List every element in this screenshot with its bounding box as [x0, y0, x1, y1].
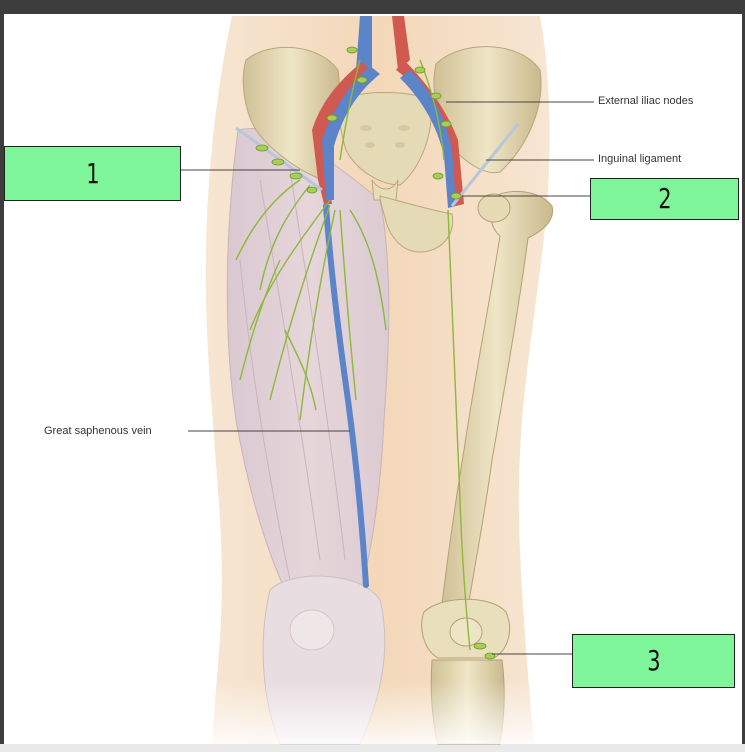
label-external-iliac-nodes: External iliac nodes — [598, 95, 694, 107]
answer-box-2-text: 2 — [657, 182, 672, 215]
right-external-iliac-artery — [396, 60, 464, 206]
great-saphenous-vein-vessel — [323, 203, 369, 588]
label-great-saphenous-vein: Great saphenous vein — [44, 425, 152, 437]
abdominal-aorta — [356, 16, 372, 70]
right-iliac-vein — [400, 70, 456, 208]
answer-box-1-text: 1 — [85, 156, 100, 190]
label-inguinal-ligament: Inguinal ligament — [598, 153, 682, 165]
lymphatic-vessels — [235, 59, 471, 651]
left-iliac-vein — [322, 66, 380, 200]
answer-box-3[interactable]: 3 — [572, 634, 735, 688]
pubic-symphysis — [379, 195, 454, 253]
inguinal-ligament-right — [450, 123, 520, 207]
answer-box-2[interactable]: 2 — [590, 178, 739, 220]
answer-box-1[interactable]: 1 — [4, 146, 181, 201]
right-femur — [439, 190, 554, 621]
answer-box-3-text: 3 — [646, 644, 661, 677]
lymph-nodes — [255, 46, 496, 660]
bottom-strip — [0, 744, 745, 752]
